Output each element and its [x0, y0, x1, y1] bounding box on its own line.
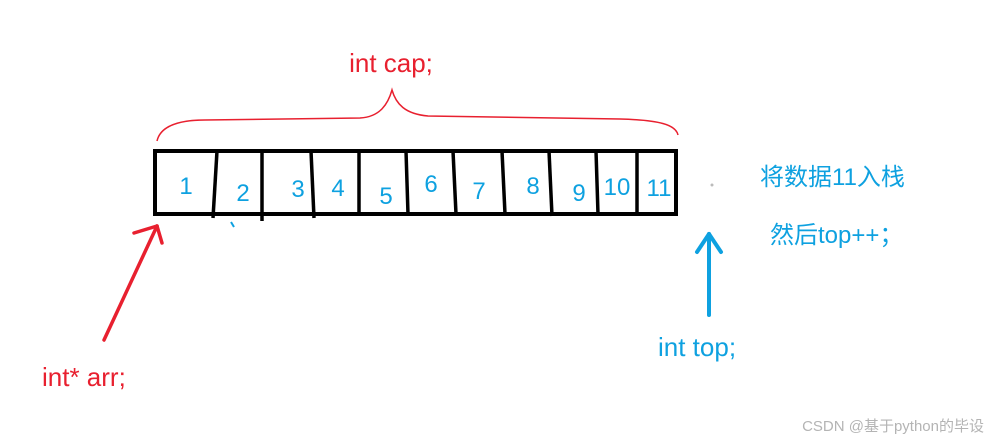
- cell-value: 10: [604, 174, 631, 201]
- watermark: CSDN @基于python的毕设: [802, 418, 984, 435]
- top-label: int top;: [658, 332, 736, 362]
- cell-value: 7: [472, 178, 485, 205]
- cell-value: 2: [236, 180, 249, 207]
- cell-value: 6: [424, 171, 437, 198]
- cell-value: 3: [291, 176, 304, 203]
- array-outline: [153, 149, 678, 216]
- red-arrow-icon: [102, 224, 164, 342]
- cell-value: 11: [647, 175, 672, 202]
- cap-label: int cap;: [349, 48, 433, 78]
- cell-dividers: [211, 150, 639, 221]
- cell-value: 8: [526, 173, 539, 200]
- cell-value: 5: [379, 183, 392, 210]
- note-line-2: 然后top++；: [770, 222, 903, 249]
- cell-values: 1 2 3 4 5 6 7 8 9 10 11: [179, 171, 671, 210]
- cell-value: 4: [331, 175, 344, 202]
- stray-dot: [710, 183, 714, 187]
- cell-value: 1: [179, 173, 192, 200]
- cell-value: 9: [572, 180, 585, 207]
- cap-brace-icon: [156, 87, 679, 142]
- arr-label: int* arr;: [42, 362, 126, 392]
- blue-arrow-icon: [695, 232, 723, 317]
- stray-mark: [230, 221, 235, 228]
- note-line-1: 将数据11入栈: [760, 164, 905, 191]
